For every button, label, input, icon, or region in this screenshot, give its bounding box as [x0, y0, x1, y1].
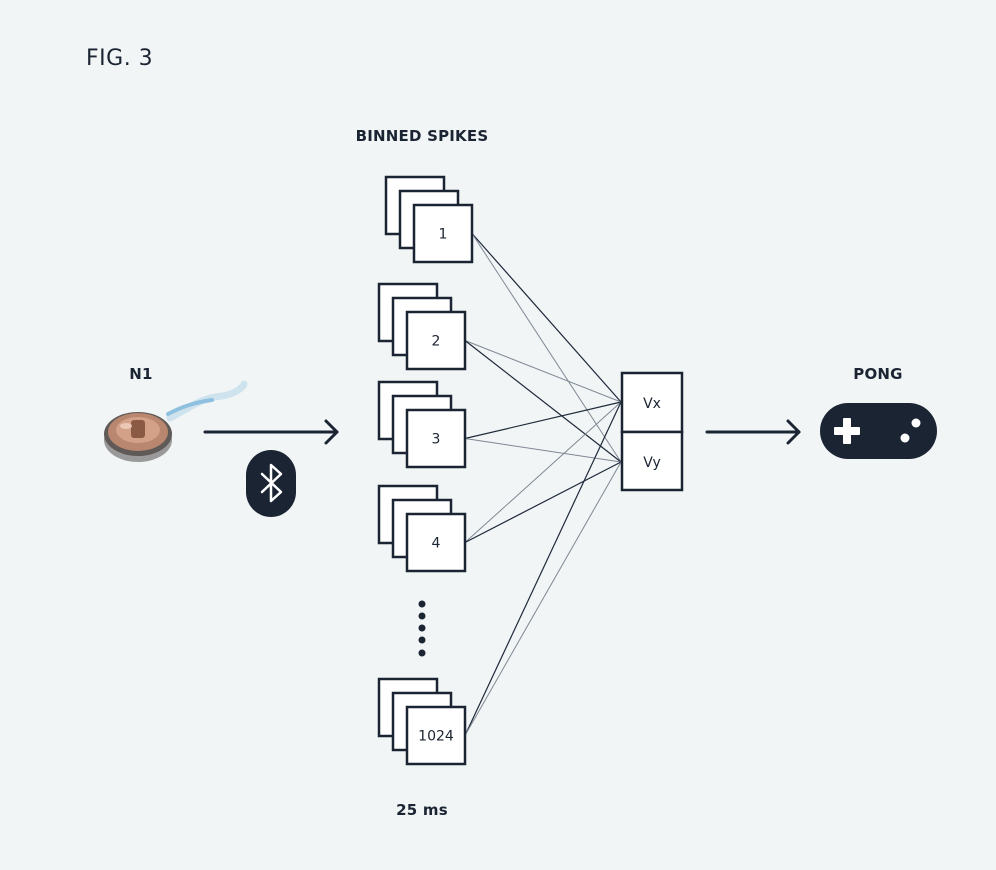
connection-3-to-vy	[464, 438, 622, 463]
binned-spike-stacks: 1 2 3 4 1024	[377, 175, 474, 766]
channel-stack-1: 1	[384, 175, 474, 264]
output-vy-label: Vy	[643, 455, 661, 471]
vertical-dots-icon	[418, 600, 426, 657]
connection-1-to-vx	[471, 233, 622, 403]
connection-1024-to-vy	[464, 461, 622, 736]
channel-label: 1	[439, 227, 448, 243]
figure-title: FIG. 3	[86, 46, 153, 71]
spike-bin-frame	[405, 705, 467, 766]
connection-2-to-vy	[464, 340, 622, 463]
bin-width-label: 25 ms	[396, 801, 448, 819]
channel-stack-4: 4	[377, 484, 467, 573]
n1-implant-icon	[104, 380, 248, 462]
output-arrow	[705, 419, 801, 445]
connection-4-to-vy	[464, 461, 622, 544]
output-vy-box	[620, 430, 684, 492]
spike-bin-frame	[405, 512, 467, 573]
output-vx-box	[620, 371, 684, 434]
connection-2-to-vx	[464, 340, 622, 403]
output-vx-label: Vx	[643, 396, 661, 412]
connection-3-to-vx	[464, 401, 622, 440]
bluetooth-icon	[246, 450, 296, 517]
channel-stack-2: 2	[377, 282, 467, 371]
gamepad-icon	[820, 403, 937, 459]
connection-1-to-vy	[471, 233, 622, 463]
input-arrow	[203, 419, 339, 445]
output-decoder: Vx Vy	[620, 371, 684, 492]
channel-label: 3	[432, 432, 441, 448]
spike-bin-frame	[405, 310, 467, 371]
spike-bin-frame	[412, 203, 474, 264]
channel-output-connections	[464, 233, 622, 736]
channel-label: 2	[432, 334, 441, 350]
connection-4-to-vx	[464, 401, 622, 543]
device-label: N1	[129, 365, 152, 383]
connection-1024-to-vx	[464, 401, 622, 736]
channel-stack-1024: 1024	[377, 677, 467, 766]
binned-spikes-label: BINNED SPIKES	[356, 127, 489, 145]
output-label: PONG	[853, 365, 902, 383]
channel-label: 1024	[418, 729, 454, 745]
channel-label: 4	[432, 536, 441, 552]
spike-bin-frame	[405, 408, 467, 469]
channel-stack-3: 3	[377, 380, 467, 469]
